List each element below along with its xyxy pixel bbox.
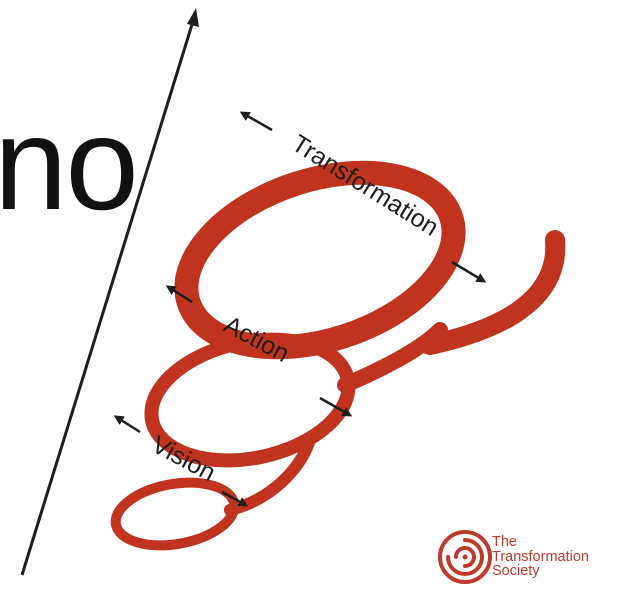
progress-axis-line	[22, 18, 194, 575]
transformation-left-arrow-icon	[244, 114, 272, 130]
spiral-icon	[440, 532, 490, 582]
logo-line-3: Society	[492, 564, 589, 579]
logo-line-2: Transformation	[492, 550, 589, 565]
action-label: Action	[219, 311, 293, 368]
spiral-shape	[111, 141, 556, 554]
vision-left-arrow-icon	[118, 418, 140, 432]
logo-wordmark: The Transformation Society	[492, 535, 589, 579]
axis-arrowhead-icon	[187, 8, 199, 27]
logo-line-1: The	[492, 535, 589, 550]
transformation-right-arrow-icon	[452, 262, 482, 280]
